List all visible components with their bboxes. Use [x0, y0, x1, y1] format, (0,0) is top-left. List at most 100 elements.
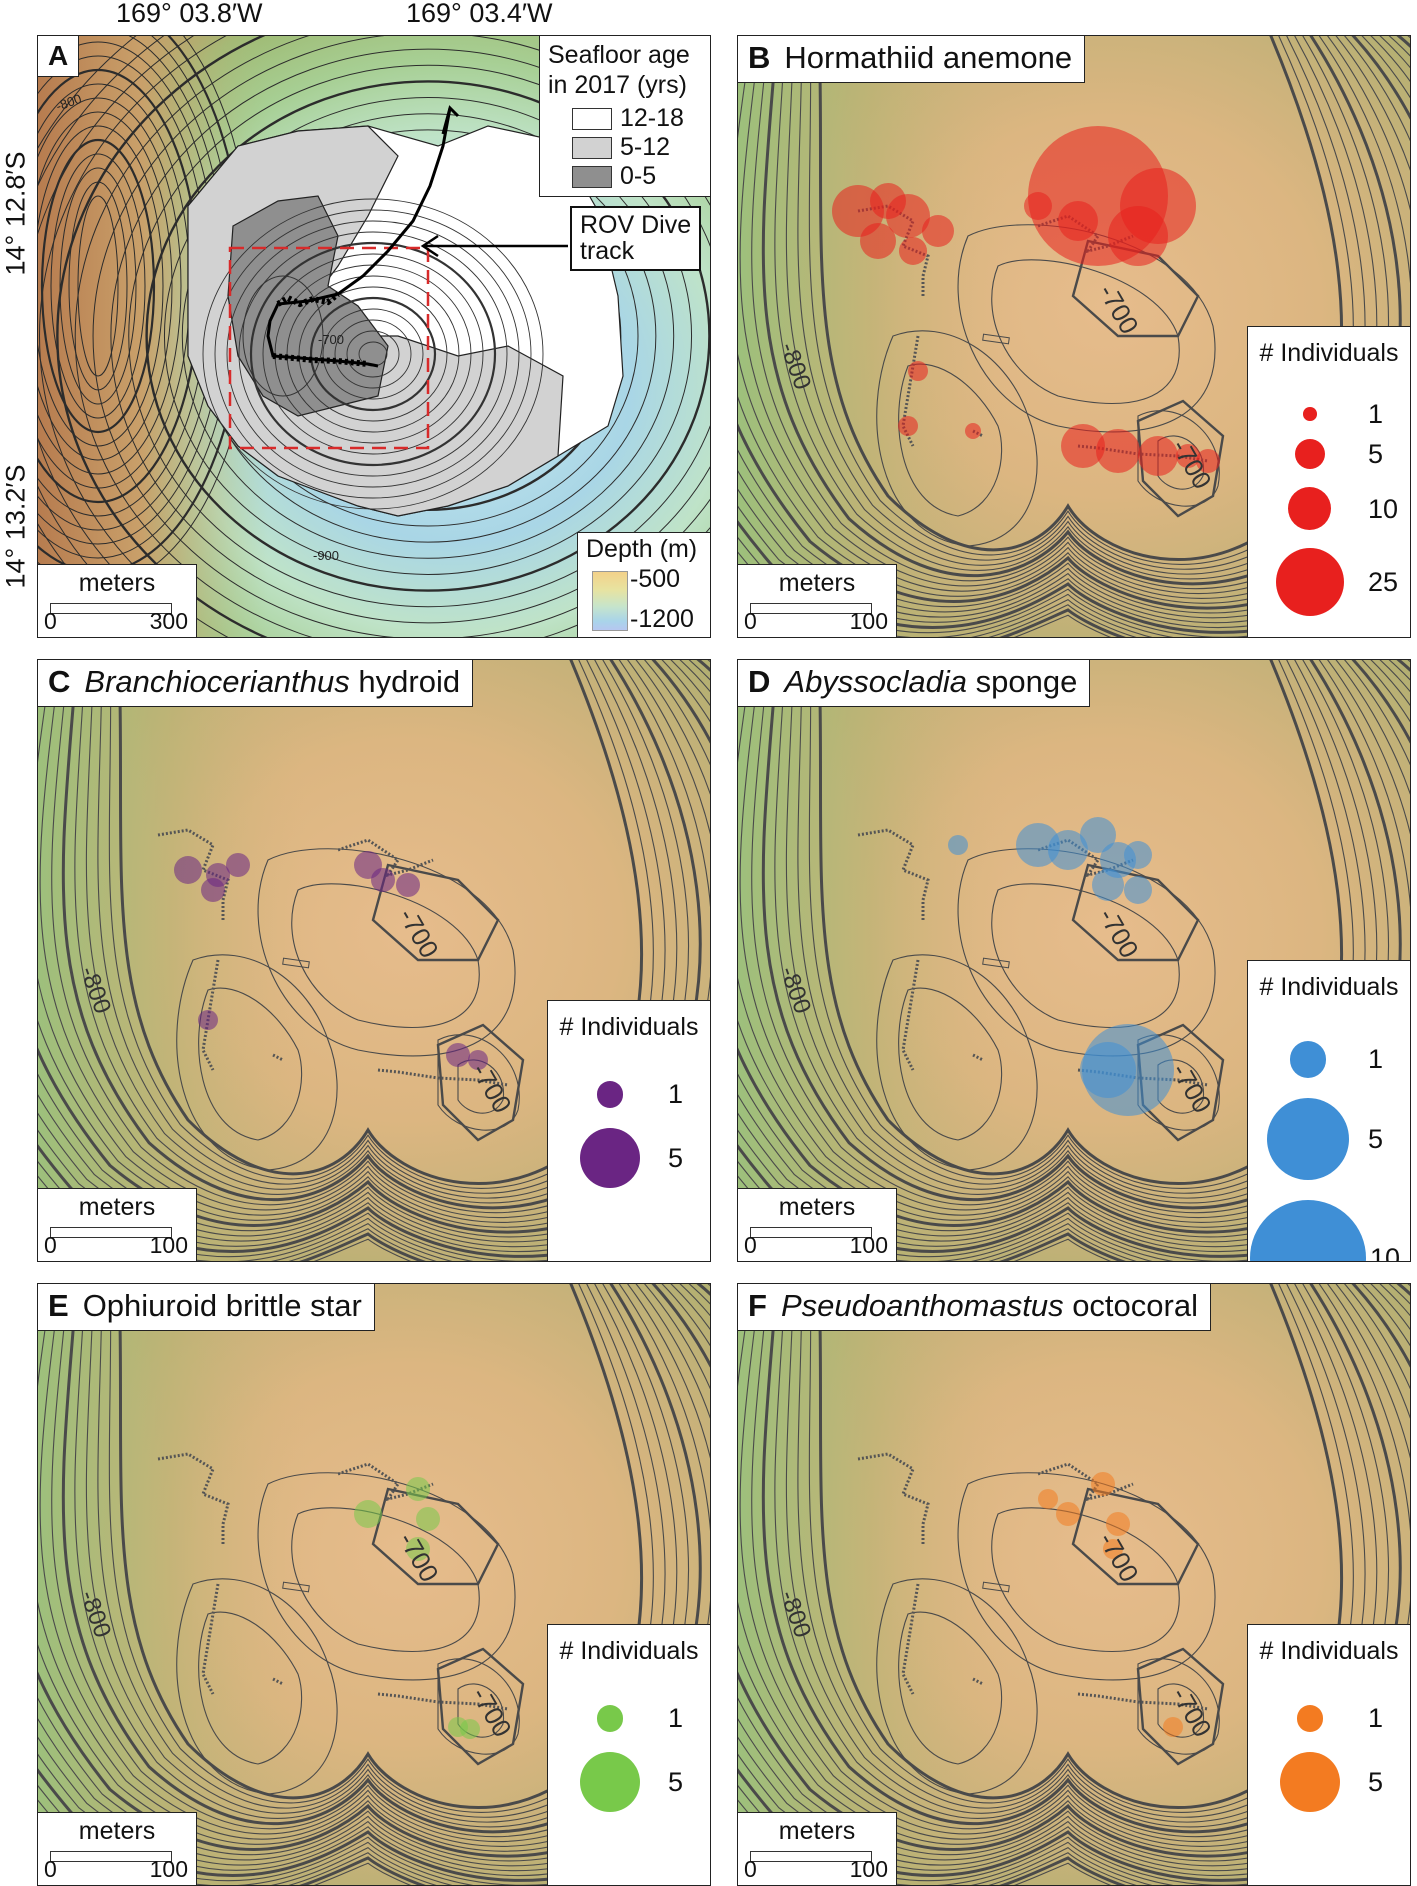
panel-title-suffix: sponge	[967, 664, 1078, 699]
abundance-bubble	[201, 878, 225, 902]
scale-bar	[50, 603, 172, 614]
legend-label: 5	[668, 1766, 684, 1797]
abundance-bubble	[1080, 817, 1116, 853]
panel-letter: F	[748, 1288, 767, 1323]
scale-unit: meters	[78, 1193, 156, 1221]
study-area-box	[228, 246, 430, 450]
scale-unit: meters	[78, 1817, 156, 1845]
scale-min: 0	[44, 1856, 57, 1882]
scale-unit: meters	[778, 1817, 856, 1845]
abundance-bubble	[396, 873, 420, 897]
legend-bubble	[1288, 487, 1332, 530]
legend-bubble	[1303, 407, 1317, 421]
abundance-bubble	[406, 1537, 430, 1561]
legend-label: 1	[668, 1703, 684, 1734]
legend-label: 5	[1368, 1123, 1384, 1154]
scale-max: 100	[849, 608, 888, 634]
legend-bubble	[580, 1127, 640, 1188]
abundance-bubble	[1124, 876, 1152, 904]
abundance-bubble	[1096, 429, 1140, 473]
abundance-bubble	[1048, 830, 1088, 870]
abundance-bubbles	[354, 1477, 480, 1739]
legend-label: 1	[1368, 398, 1384, 429]
legend-label: 25	[1368, 567, 1399, 598]
scale-max: 100	[149, 1856, 188, 1882]
legend-bubble	[596, 1705, 624, 1732]
abundance-bubble	[406, 1477, 430, 1501]
abundance-bubble	[1092, 869, 1124, 901]
panel-title-suffix: hydroid	[349, 664, 461, 699]
legend-bubble	[1289, 1041, 1327, 1078]
rov-dive-track	[857, 828, 1209, 1087]
legend-label: 5	[1368, 1766, 1384, 1797]
scale-unit: meters	[778, 1193, 856, 1221]
individuals-legend: # Individuals 1 5 10	[1247, 960, 1410, 1261]
scale-min: 0	[44, 608, 57, 634]
abundance-bubble	[1080, 1042, 1136, 1098]
age-label-12-18: 12-18	[620, 104, 684, 132]
scale-max: 100	[149, 1232, 188, 1258]
legend-bubble	[1250, 1199, 1366, 1261]
legend-title: # Individuals	[1259, 339, 1399, 367]
legend-label: 5	[1368, 438, 1384, 469]
legend-label: 5	[668, 1142, 684, 1173]
legend-label: 1	[1368, 1044, 1384, 1075]
scale-max: 100	[849, 1232, 888, 1258]
abundance-bubbles	[1038, 1472, 1183, 1737]
depth-legend: Depth (m) -500 -1200	[577, 532, 710, 637]
panel-title-genus: Pseudoanthomastus	[780, 1288, 1064, 1323]
depth-max-label: -500	[630, 565, 681, 593]
abundance-bubbles	[174, 851, 488, 1070]
abundance-bubbles	[832, 126, 1220, 476]
legend-bubble	[1276, 548, 1344, 617]
scale-min: 0	[744, 608, 757, 634]
scale-max: 100	[849, 1856, 888, 1882]
abundance-bubble	[899, 237, 927, 265]
legend-label: 10	[1370, 1242, 1401, 1262]
age-label-5-12: 5-12	[620, 133, 671, 161]
depth-min-label: -1200	[630, 605, 694, 633]
contour-label-700: -700	[318, 332, 344, 347]
bathymetry-contours	[738, 660, 1410, 1261]
rov-dive-track	[857, 1452, 1209, 1711]
abundance-bubble	[468, 1050, 488, 1070]
latitude-label-bottom: 14° 13.2′S	[0, 464, 31, 589]
panel-title-suffix: octocoral	[1063, 1288, 1198, 1323]
bathymetry-contours	[738, 36, 1410, 637]
abundance-bubble	[174, 856, 202, 884]
rov-dive-track	[157, 1452, 509, 1711]
scale-bar-panel-a: meters 0 300	[38, 564, 197, 637]
abundance-bubble	[860, 223, 896, 259]
bathymetry-contours	[38, 660, 710, 1261]
latitude-label-top: 14° 12.8′S	[0, 151, 31, 276]
scale-bar-box: meters 0 100	[38, 1188, 197, 1261]
abundance-bubble	[1106, 1512, 1130, 1536]
scale-bar	[50, 1851, 172, 1862]
scale-min: 0	[744, 1232, 757, 1258]
scale-bar	[50, 1227, 172, 1238]
abundance-bubbles	[948, 817, 1174, 1116]
legend-bubble	[1280, 1751, 1340, 1812]
scale-max: 300	[149, 608, 188, 634]
abundance-bubble	[446, 1043, 470, 1067]
abundance-bubble	[1056, 1502, 1080, 1526]
abundance-bubble	[1176, 444, 1200, 468]
abundance-bubble	[1196, 449, 1220, 473]
scale-bar	[750, 1227, 872, 1238]
legend-bubble	[580, 1751, 640, 1812]
scale-bar-box: meters 0 100	[738, 1812, 897, 1885]
legend-title: # Individuals	[1259, 973, 1399, 1001]
legend-title: # Individuals	[1259, 1637, 1399, 1665]
panel-title-text: Hormathiid anemone	[784, 40, 1073, 75]
abundance-bubble	[1138, 436, 1178, 476]
abundance-bubble	[908, 361, 928, 381]
